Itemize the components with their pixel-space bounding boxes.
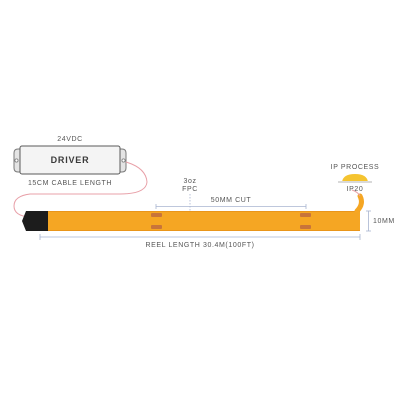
connector-plug <box>22 211 48 231</box>
ip-process-heading: IP PROCESS <box>330 164 380 171</box>
pcb-type-label: FPC <box>182 186 198 193</box>
power-cable <box>13 161 148 218</box>
ip-rating-label: IP20 <box>346 186 364 193</box>
cut-interval-dimension <box>155 204 307 209</box>
reel-length-dimension <box>39 234 361 240</box>
cable-length-label: 15CM CABLE LENGTH <box>27 180 113 187</box>
mount-hole-left <box>14 158 19 163</box>
driver-body <box>19 145 121 175</box>
driver-voltage-label: 24VDC <box>57 136 83 143</box>
ip-process-icon <box>338 174 372 183</box>
cut-interval-label: 50MM CUT <box>210 197 252 204</box>
driver-label: DRIVER <box>50 155 90 165</box>
driver-unit <box>13 145 127 175</box>
cut-pads-left <box>151 213 162 229</box>
width-dimension <box>366 210 371 232</box>
led-strip <box>48 211 360 231</box>
reel-length-label: REEL LENGTH 30.4M(100FT) <box>145 242 255 249</box>
strip-width-label: 10MM <box>373 218 395 225</box>
mount-hole-right <box>121 158 126 163</box>
cut-pads-right <box>300 213 311 229</box>
strip-end-tail <box>354 193 364 214</box>
copper-weight-label: 3oz <box>183 178 197 185</box>
strip-end-lead <box>351 189 361 197</box>
